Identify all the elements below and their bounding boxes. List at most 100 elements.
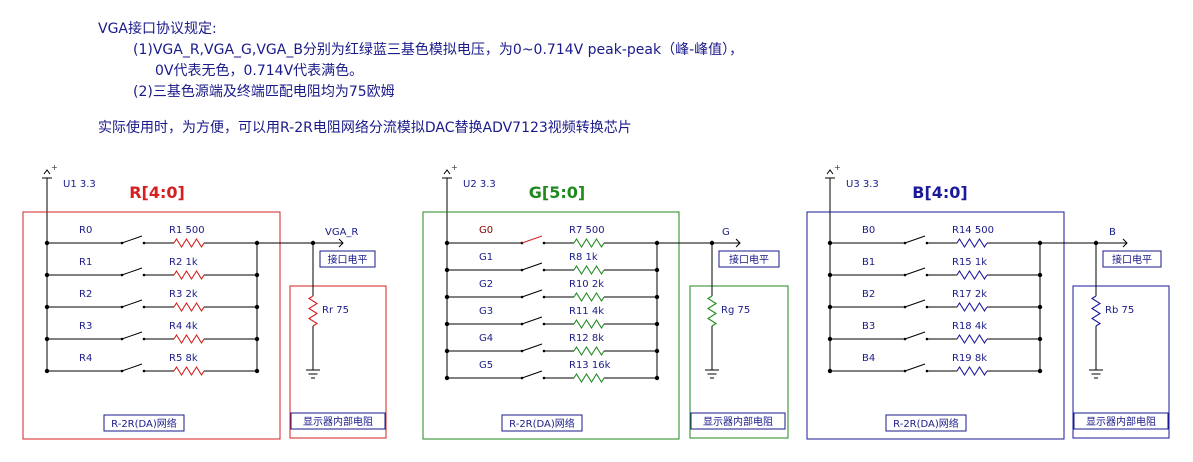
supply-plus-b: +: [834, 163, 841, 172]
port-label-b: 接口电平: [1112, 253, 1152, 266]
network-label-box-b: [885, 414, 967, 432]
bit-label-r0: R0: [79, 225, 92, 236]
channel-title-r: R[4:0]: [129, 183, 185, 202]
supply-arrow-icon-r: [43, 169, 51, 175]
display-label-box-r: [290, 412, 386, 430]
bit-label-b2: B2: [862, 289, 875, 300]
channel-title-g: G[5:0]: [529, 183, 585, 202]
resistor-label-r0: R1 500: [169, 225, 205, 236]
supply-arrow-icon-b: [826, 169, 834, 175]
termination-box-r: [289, 285, 387, 439]
node-left-r3: [44, 336, 50, 342]
network-label-box-r: [103, 414, 185, 432]
switch-blade-b4: [904, 363, 926, 372]
bit-label-g0: G0: [479, 225, 493, 236]
port-label-box-g: [718, 250, 780, 268]
net-label-b: B: [1109, 227, 1116, 238]
term-resistor-icon-b: [1090, 295, 1102, 327]
node-left-g1: [444, 267, 450, 273]
note-usage: 实际使用时，为方便，可以用R-2R电阻网络分流模拟DAC替换ADV7123视频转…: [98, 120, 632, 136]
bit-label-g1: G1: [479, 252, 493, 263]
term-label-b: Rb 75: [1105, 305, 1134, 316]
resistor-icon-b3: [956, 333, 988, 345]
bit-label-b4: B4: [862, 353, 875, 364]
resistor-label-b0: R14 500: [952, 225, 994, 236]
bit-label-b3: B3: [862, 321, 875, 332]
node-right-g1: [654, 267, 660, 273]
switch-blade-b2: [904, 299, 926, 308]
node-right-g2: [654, 294, 660, 300]
term-label-r: Rr 75: [322, 305, 349, 316]
node-right-b1: [1037, 272, 1043, 278]
node-left-r2: [44, 304, 50, 310]
resistor-icon-g2: [573, 291, 605, 303]
bit-label-r2: R2: [79, 289, 92, 300]
node-right-r3: [254, 336, 260, 342]
supply-plus-g: +: [451, 163, 458, 172]
bit-label-b0: B0: [862, 225, 875, 236]
resistor-icon-g1: [573, 264, 605, 276]
resistor-icon-g0: [573, 237, 605, 249]
resistor-icon-g3: [573, 318, 605, 330]
display-label-g: 显示器内部电阻: [703, 415, 773, 428]
channel-title-b: B[4:0]: [912, 183, 967, 202]
resistor-label-g3: R11 4k: [569, 306, 604, 317]
resistor-label-r1: R2 1k: [169, 257, 198, 268]
switch-blade-g1: [521, 262, 543, 271]
supply-arrow-icon-g: [443, 169, 451, 175]
net-connector-icon-b: [1122, 238, 1128, 248]
switch-blade-r3: [121, 331, 143, 340]
switch-blade-r2: [121, 299, 143, 308]
node-right-r2: [254, 304, 260, 310]
network-label-r: R-2R(DA)网络: [111, 417, 177, 430]
display-label-box-g: [690, 412, 786, 430]
net-connector-icon-g: [735, 238, 741, 248]
resistor-icon-b1: [956, 269, 988, 281]
bit-label-r3: R3: [79, 321, 92, 332]
network-box-r: [22, 211, 281, 440]
supply-plus-r: +: [51, 163, 58, 172]
termination-box-b: [1072, 285, 1170, 439]
port-label-r: 接口电平: [328, 253, 368, 266]
resistor-label-r2: R3 2k: [169, 289, 198, 300]
resistor-label-r3: R4 4k: [169, 321, 198, 332]
resistor-icon-g4: [573, 345, 605, 357]
bit-label-g3: G3: [479, 306, 493, 317]
net-label-g: G: [722, 227, 730, 238]
switch-blade-g2: [521, 289, 543, 298]
resistor-label-g4: R12 8k: [569, 333, 604, 344]
bit-label-b1: B1: [862, 257, 875, 268]
switch-blade-b3: [904, 331, 926, 340]
node-right-r1: [254, 272, 260, 278]
network-box-b: [806, 211, 1065, 440]
resistor-icon-r0: [173, 237, 205, 249]
node-left-r1: [44, 272, 50, 278]
note-rule-1: (1)VGA_R,VGA_G,VGA_B分别为红绿蓝三基色模拟电压，为0~0.7…: [133, 42, 744, 58]
node-right-g5: [654, 375, 660, 381]
node-left-g4: [444, 348, 450, 354]
net-connector-icon-r: [338, 238, 344, 248]
node-left-b3: [827, 336, 833, 342]
resistor-label-b1: R15 1k: [952, 257, 987, 268]
switch-blade-r1: [121, 267, 143, 276]
switch-blade-g5: [521, 370, 543, 379]
node-left-r4: [44, 368, 50, 374]
node-right-r4: [254, 368, 260, 374]
port-label-box-r: [319, 250, 376, 268]
switch-blade-g4: [521, 343, 543, 352]
protocol-notes: VGA接口协议规定: (1)VGA_R,VGA_G,VGA_B分别为红绿蓝三基色…: [0, 0, 1193, 150]
switch-blade-b1: [904, 267, 926, 276]
node-right-g3: [654, 321, 660, 327]
node-right-b4: [1037, 368, 1043, 374]
switch-blade-r0: [121, 235, 143, 244]
supply-label-r: U1 3.3: [63, 179, 96, 190]
port-label-box-b: [1102, 250, 1162, 268]
resistor-label-g5: R13 16k: [569, 360, 611, 371]
resistor-label-g2: R10 2k: [569, 279, 604, 290]
resistor-label-b3: R18 4k: [952, 321, 987, 332]
termination-box-g: [689, 285, 789, 439]
resistor-icon-r1: [173, 269, 205, 281]
net-label-r: VGA_R: [325, 227, 358, 238]
switch-blade-b0: [904, 235, 926, 244]
